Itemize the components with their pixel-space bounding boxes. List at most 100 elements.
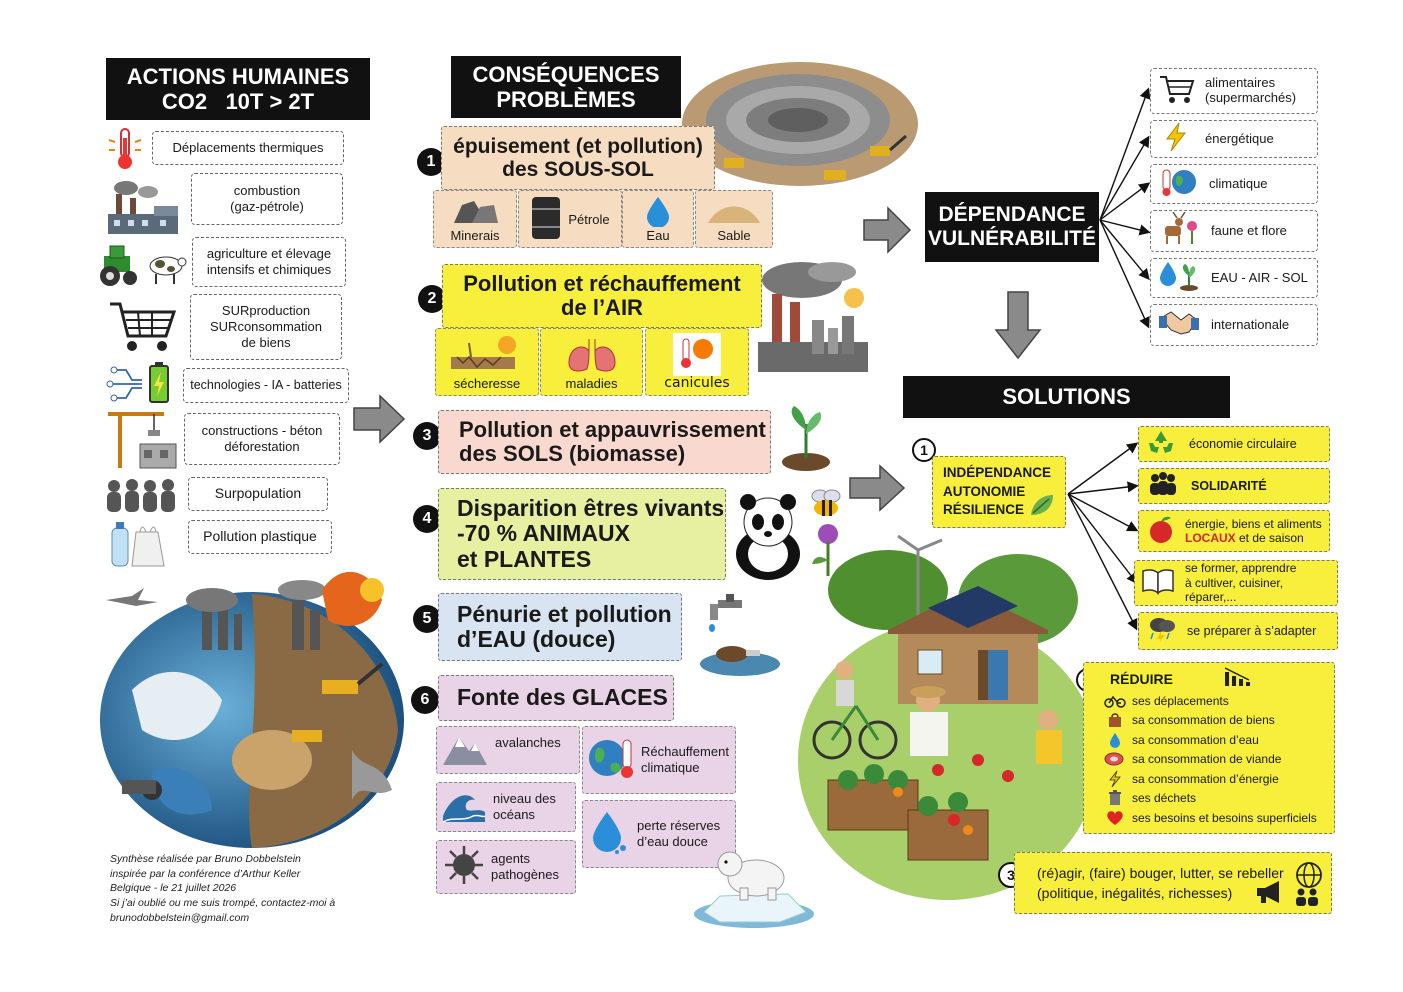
action-label: Surpopulation (214, 485, 302, 502)
meat-icon (1104, 752, 1126, 766)
consequence-2-box: Pollution et réchauffement de l’AIR (442, 264, 762, 328)
action-item-plastique: Pollution plastique (188, 520, 332, 554)
handshake-icon (1159, 308, 1199, 342)
solution-item-se-former: se former, apprendre à cultiver, cuisine… (1134, 560, 1338, 606)
solution-locaux-text: énergie, biens et aliments LOCAUX et de … (1185, 517, 1322, 546)
dry-soil-icon (447, 333, 527, 376)
dependance-item-faune-flore: faune et flore (1150, 210, 1318, 252)
reduire-label: ses besoins et besoins superficiels (1132, 810, 1317, 825)
tractor-icon (96, 242, 188, 288)
number-badge: 2 (418, 285, 446, 313)
solution-3-line: (ré)agir, (faire) bouger, lutter, se reb… (1037, 864, 1284, 881)
factory-icon (106, 178, 182, 236)
dependance-label: faune et flore (1211, 222, 1287, 238)
solution-label: énergie, biens et aliments (1185, 516, 1322, 531)
number-badge: 3 (413, 422, 441, 450)
arrow-right-icon (862, 204, 912, 256)
dependance-label: énergétique (1205, 130, 1274, 146)
reduire-row: ses déchets (1104, 789, 1328, 809)
consequence-5-box: Pénurie et pollution d’EAU (douce) (438, 593, 682, 661)
crane-icon (104, 404, 180, 470)
credit-line: Belgique - le 21 juillet 2026 (110, 882, 237, 895)
consequence-line: Fonte des GLACES (457, 684, 668, 711)
consequence-4-box: Disparition êtres vivants -70 % ANIMAUX … (438, 488, 726, 580)
reduire-row: sa consommation d’eau (1104, 730, 1328, 750)
credit-block: Synthèse réalisée par Bruno Dobbelstein … (110, 852, 410, 925)
solution-1-labels: INDÉPENDANCE AUTONOMIE RÉSILIENCE (943, 464, 1051, 521)
action-item-agriculture: agriculture et élevage intensifs et chim… (192, 237, 346, 287)
actions-title-line2: CO2 10T > 2T (161, 89, 315, 114)
bee-icon (806, 488, 846, 518)
panda-illustration (728, 492, 810, 582)
solution-3-text: (ré)agir, (faire) bouger, lutter, se reb… (1037, 863, 1284, 904)
consequence-line: d’EAU (douce) (457, 626, 616, 652)
leaf-icon (1029, 493, 1055, 521)
apple-icon (1147, 514, 1175, 548)
action-label: Déplacements thermiques (172, 139, 324, 155)
consequences-header: CONSÉQUENCES PROBLÈMES (451, 56, 681, 118)
credit-line: Synthèse réalisée par Bruno Dobbelstein (110, 853, 301, 865)
sprout-icon (780, 400, 832, 472)
consequence-line: et PLANTES (457, 545, 592, 572)
dependance-item-climatique: climatique (1150, 164, 1318, 204)
sub-petrole: Pétrole (518, 190, 622, 248)
polar-bear-illustration (690, 834, 818, 930)
arrow-right-icon (848, 462, 906, 514)
consequence-line: Pollution et appauvrissement (459, 416, 766, 442)
actions-header: ACTIONS HUMAINES CO2 10T > 2T (106, 58, 370, 120)
storm-cloud-icon (1147, 615, 1177, 647)
sub-label: Minerais (450, 228, 500, 243)
dependance-title-line2: VULNÉRABILITÉ (928, 227, 1096, 250)
recycle-icon (1147, 429, 1175, 459)
action-label: technologies - IA - batteries (190, 377, 342, 392)
dependance-fanout-arrows (1099, 87, 1151, 329)
reduire-row: sa consommation d’énergie (1104, 769, 1328, 789)
heart-icon (1104, 810, 1126, 826)
solution-item-solidarite: SOLIDARITÉ (1138, 468, 1330, 504)
sub-sable: Sable (695, 190, 773, 248)
solution-item-se-preparer: se préparer à s’adapter (1138, 612, 1338, 650)
solution-item-economie-circulaire: économie circulaire (1138, 426, 1330, 462)
battery-icon (106, 362, 174, 406)
solution-3-line: (politique, inégalités, richesses) (1037, 885, 1233, 901)
lightning-icon (1165, 122, 1187, 156)
solution-2-box: RÉDUIRE ses déplacements sa consommation… (1083, 662, 1335, 834)
dependance-label: EAU - AIR - SOL (1211, 269, 1308, 285)
sub-label: sécheresse (453, 376, 521, 391)
solutions-header: SOLUTIONS (903, 376, 1230, 418)
water-tap-illustration (682, 594, 782, 678)
dependance-label: climatique (1209, 175, 1268, 191)
rocks-icon (450, 195, 500, 228)
sub-agents-pathogenes: agents pathogènes (436, 840, 576, 894)
wave-icon (441, 786, 487, 828)
sub-label: agents pathogènes (491, 850, 559, 882)
smoking-factory-illustration (752, 258, 872, 378)
sub-eau: Eau (622, 190, 694, 248)
number-badge: 4 (413, 505, 441, 533)
action-item-technologies: technologies - IA - batteries (183, 368, 349, 403)
reduire-label: sa consommation d’énergie (1132, 771, 1279, 786)
dependance-item-internationale: internationale (1150, 304, 1318, 346)
polluted-earth-illustration (92, 560, 412, 860)
people-group-icon (1147, 471, 1179, 501)
chart-down-icon (1223, 666, 1253, 692)
mountain-icon (441, 729, 489, 771)
solution-label: SOLIDARITÉ (1191, 478, 1267, 493)
lungs-icon (565, 333, 619, 378)
number-badge: 6 (411, 686, 439, 714)
action-item-deplacements: Déplacements thermiques (152, 131, 344, 165)
credit-line: inspirée par la conférence d’Arthur Kell… (110, 867, 301, 880)
solutions-title: SOLUTIONS (1002, 384, 1131, 410)
solution-1-box: INDÉPENDANCE AUTONOMIE RÉSILIENCE (932, 456, 1066, 528)
virus-icon (443, 844, 485, 890)
solution-label: se préparer à s’adapter (1187, 623, 1317, 638)
credit-email: brunodobbelstein@gmail.com (110, 911, 250, 924)
action-item-combustion: combustion (gaz-pétrole) (191, 173, 343, 225)
dependance-item-alimentaires: alimentaires (supermarchés) (1150, 68, 1318, 114)
reduire-label: sa consommation de biens (1132, 713, 1275, 728)
sub-label: Pétrole (568, 211, 610, 227)
consequence-line: épuisement (et pollution) (453, 134, 703, 158)
reduire-row: sa consommation de biens (1104, 711, 1328, 731)
sub-label: Eau (646, 228, 670, 243)
action-item-surpopulation: Surpopulation (188, 477, 328, 511)
